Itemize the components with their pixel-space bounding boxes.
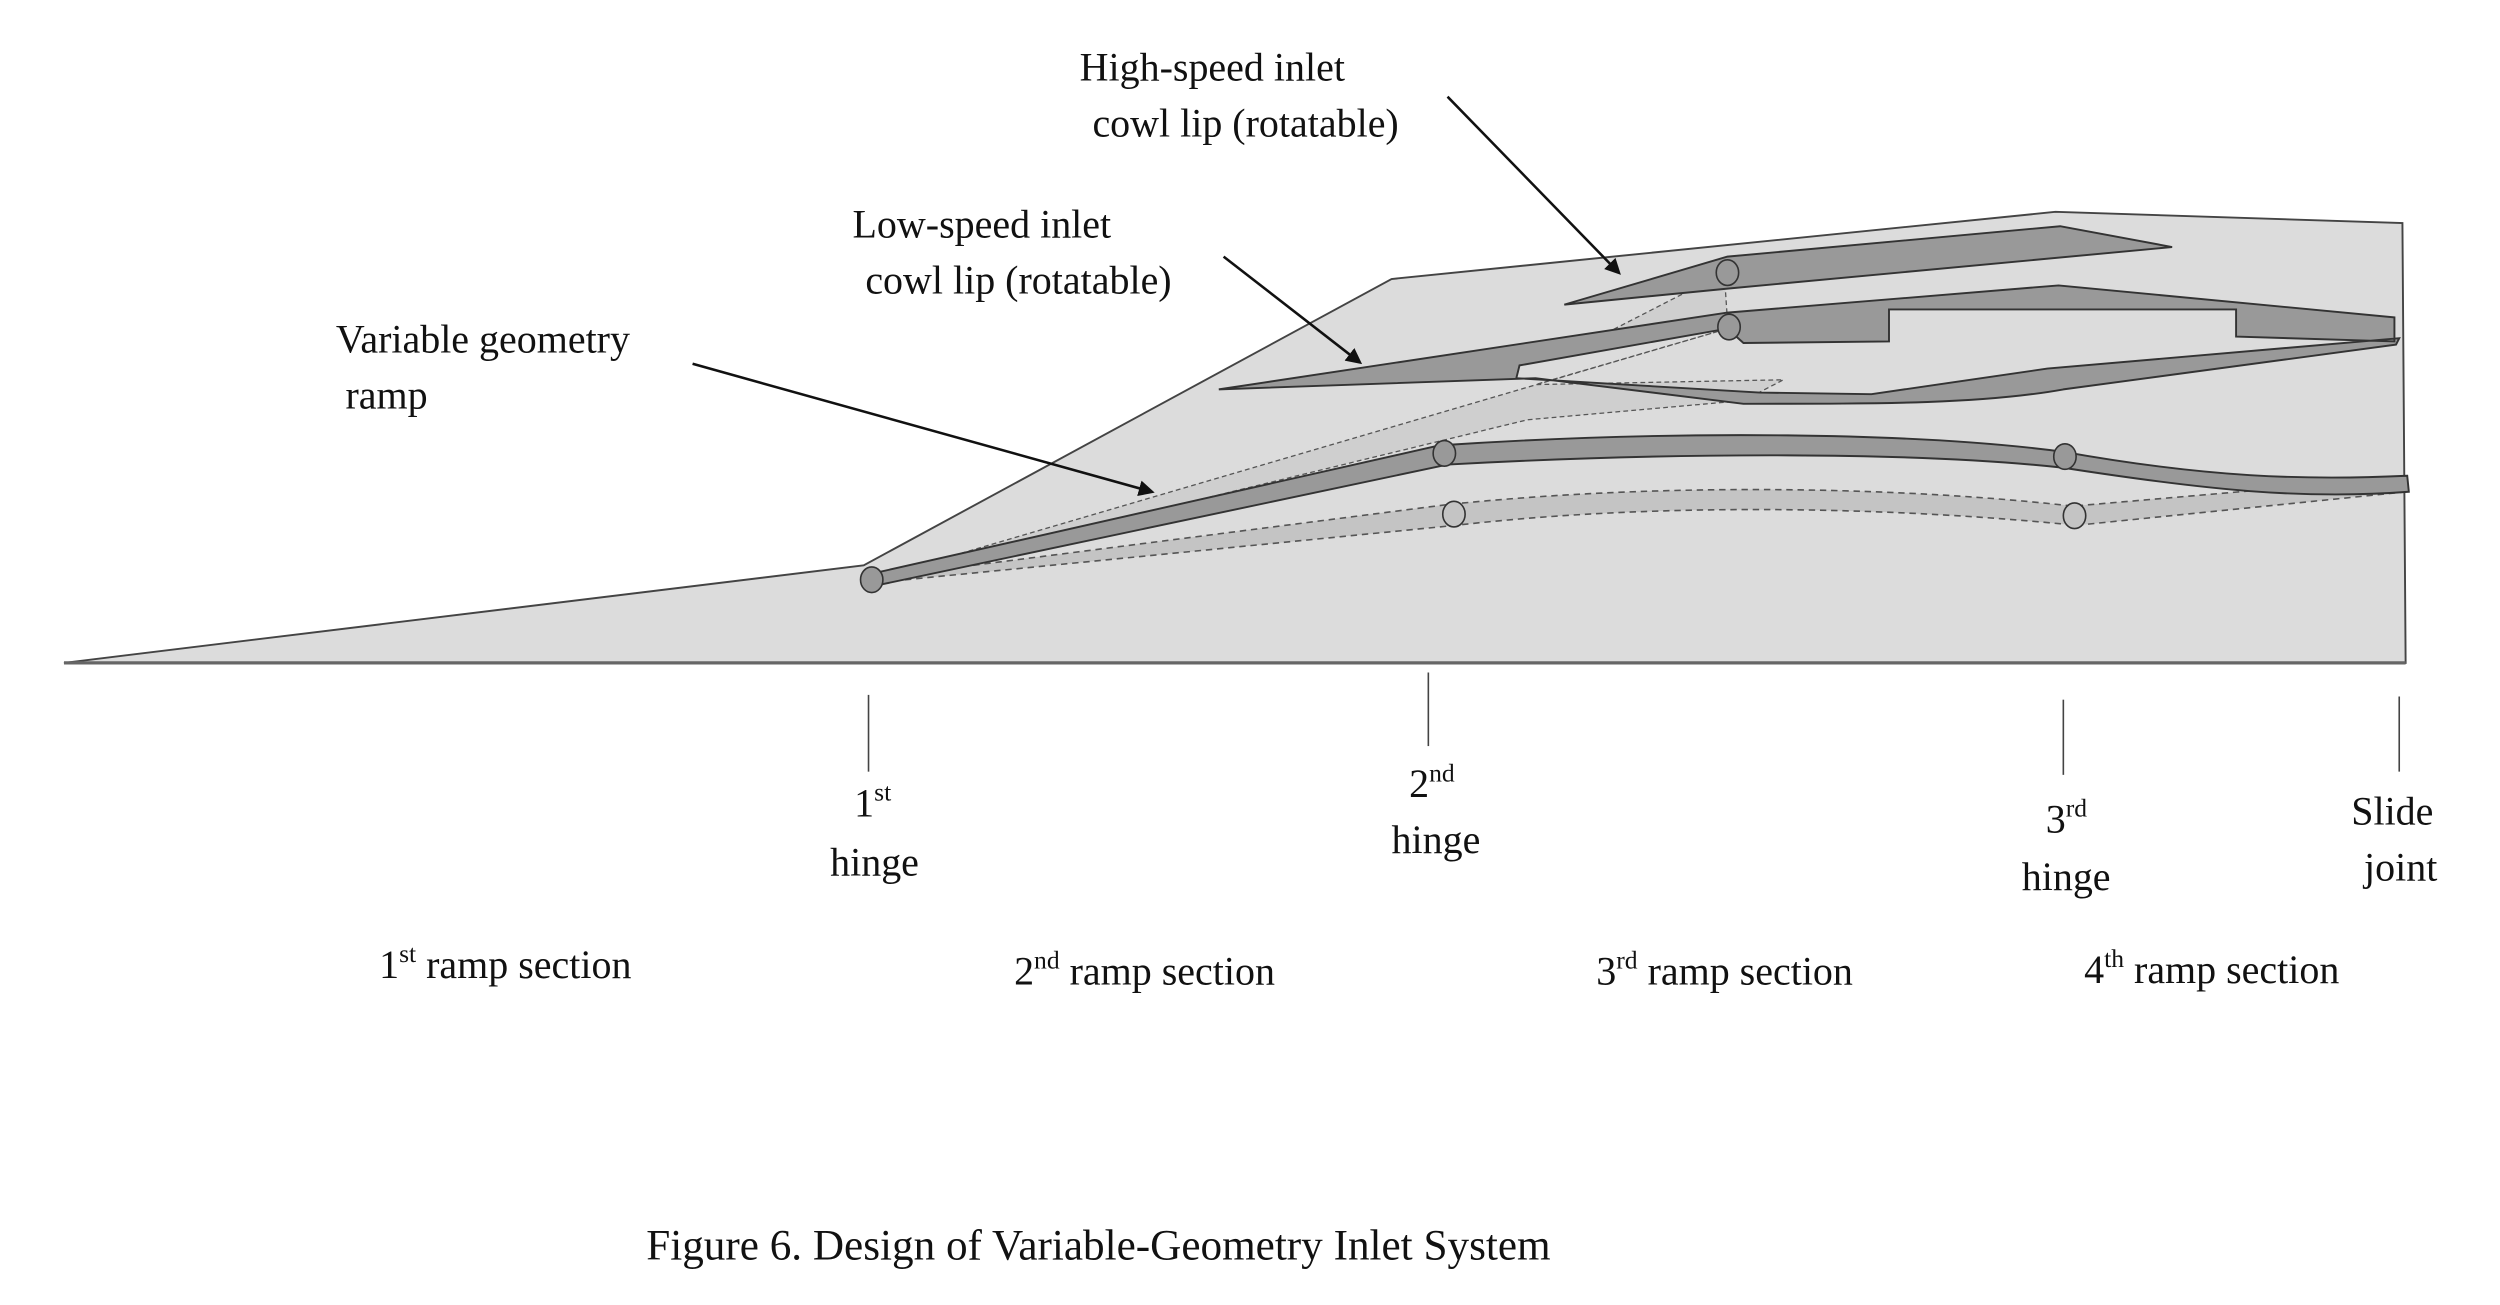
figure-caption: Figure 6. Design of Variable-Geometry In… [646, 1223, 1550, 1270]
hinge-3-label-word: hinge [2022, 854, 2111, 899]
slide-joint-label-line2: joint [2362, 844, 2437, 889]
low-speed-arrow [1222, 255, 1363, 365]
high-speed-label-line1: High-speed inlet [1080, 45, 1345, 90]
hinge-1-label-num: 1st [854, 777, 891, 825]
hinge-2-label-word: hinge [1392, 817, 1481, 862]
cowl-lip-ghost [876, 327, 1784, 579]
section-4-label: 4th ramp section [2084, 944, 2339, 992]
hinge-2-label-num: 2nd [1409, 758, 1455, 806]
hinge-1-label-word: hinge [830, 840, 919, 885]
hinge-2-icon [1432, 439, 1457, 467]
ramp-arrow [692, 362, 1155, 497]
high-speed-cowl-lip [1564, 225, 2173, 306]
inlet-body [63, 210, 2407, 664]
variable-geometry-ramp [872, 434, 2410, 588]
high-speed-lip-pivot-icon [1715, 259, 1740, 287]
hinge-3-ghost-icon [2062, 502, 2087, 530]
low-speed-cowl-lip [1218, 284, 2401, 405]
hinge-3-icon [2052, 442, 2077, 471]
hinge-3-label-num: 3rd [2046, 793, 2088, 841]
low-speed-label-line2: cowl lip (rotatable) [865, 257, 1171, 302]
section-3-label: 3rd ramp section [1596, 945, 1853, 993]
section-1-label: 1st ramp section [379, 939, 631, 987]
high-speed-arrow [1446, 95, 1621, 275]
high-speed-label-line2: cowl lip (rotatable) [1092, 101, 1398, 146]
section-2-label: 2nd ramp section [1014, 945, 1275, 993]
ramp-label-line1: Variable geometry [336, 317, 630, 362]
hinge-2-ghost-icon [1441, 500, 1466, 528]
slide-joint-label-line1: Slide [2351, 788, 2433, 833]
low-speed-lip-pivot-icon [1717, 313, 1742, 341]
ramp-label-line2: ramp [345, 373, 427, 418]
hinge-1-icon [859, 566, 884, 594]
low-speed-label-line1: Low-speed inlet [853, 201, 1112, 246]
